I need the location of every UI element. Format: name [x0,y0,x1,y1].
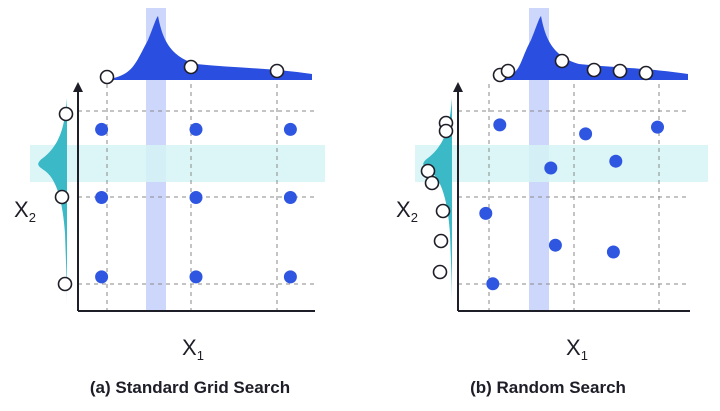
panel-random: X1 X2 [396,8,708,363]
y-highlight-band [30,145,325,182]
x1-axis-label: X1 [566,335,588,363]
x1-marginal-dot-2 [269,63,285,79]
sample-point-1 [579,127,593,141]
x2-axis-arrow [453,82,463,92]
sample-point-4 [609,154,623,168]
sample-point-3 [95,191,109,204]
sample-point-3 [544,161,558,175]
sample-point-2 [651,120,664,134]
sample-point-2 [283,122,297,136]
panel-grid: X1 X2 [14,8,325,363]
x2-marginal-dot-2 [420,163,436,179]
x2-marginal-dot-1 [54,189,70,205]
x2-axis-arrow [73,82,83,92]
x2-marginal-dot-2 [57,276,73,292]
x2-marginal-dot-1 [438,123,454,139]
x2-marginal-dot-5 [433,233,449,249]
sample-point-4 [189,191,203,204]
sample-point-0 [493,118,507,132]
x1-marginal-dot-4 [612,63,628,79]
sample-point-5 [283,191,297,204]
x2-marginal-dot-3 [424,175,440,191]
x2-axis-label: X2 [14,197,36,225]
sample-point-6 [548,238,562,252]
sample-point-5 [479,206,493,220]
x2-marginal-dot-6 [432,264,448,280]
x1-marginal-distribution [493,16,688,80]
x2-marginal-dot-4 [435,203,451,219]
caption-random-search: (b) Random Search [470,378,626,397]
sample-point-0 [95,122,109,136]
x1-marginal-distribution [103,16,312,80]
sample-point-6 [95,270,109,284]
x2-marginal-distribution [423,98,452,304]
x1-axis-label: X1 [182,335,204,363]
x1-marginal-dot-5 [638,65,654,81]
x1-marginal-dot-3 [586,62,602,78]
x1-marginal-dot-2 [554,53,570,69]
x1-marginal-dot-0 [99,69,115,85]
sample-point-8 [283,270,297,284]
x2-marginal-dot-0 [58,106,74,122]
sample-point-7 [189,270,203,284]
sample-point-7 [606,245,620,259]
caption-grid-search: (a) Standard Grid Search [89,378,291,397]
sample-point-1 [189,122,203,136]
x1-marginal-dot-1 [500,63,516,79]
x2-marginal-distribution [38,98,67,304]
sample-point-8 [486,277,500,291]
x1-marginal-dot-1 [183,59,199,75]
x2-axis-label: X2 [396,197,418,225]
